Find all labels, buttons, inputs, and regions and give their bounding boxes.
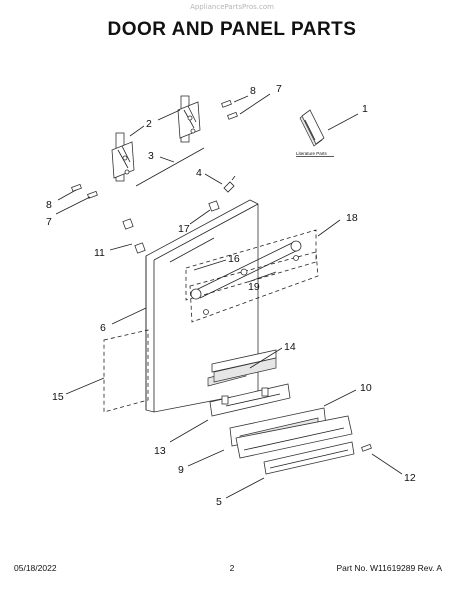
control-panel-console	[211, 349, 277, 383]
door-insulation-sheet	[103, 329, 149, 413]
leader-line-11	[109, 243, 133, 251]
footer-page-number: 2	[229, 563, 235, 573]
callout-19: 19	[248, 281, 260, 293]
hinge-screws-lower	[71, 183, 98, 199]
leader-line-6	[111, 307, 147, 325]
leader-line-18	[317, 219, 341, 237]
leader-line-10	[323, 389, 357, 407]
handle-assembly-group	[185, 229, 319, 323]
leader-line-19	[247, 271, 277, 283]
callout-15: 15	[52, 391, 64, 403]
right-hinge-assembly	[177, 95, 201, 143]
callout-10: 10	[360, 382, 372, 394]
callout-12: 12	[404, 472, 416, 484]
hinge-screws-upper	[221, 99, 238, 120]
callout-3: 3	[148, 150, 154, 162]
leader-line-1	[327, 113, 359, 131]
callout-9: 9	[178, 464, 184, 476]
callout-8-bottom: 8	[46, 199, 52, 211]
leader-line-12	[371, 453, 403, 475]
leader-line-2-left	[129, 125, 145, 137]
callout-16: 16	[228, 253, 240, 265]
callout-5: 5	[216, 496, 222, 508]
kick-plate	[235, 415, 353, 459]
watermark: AppliancePartsPros.com	[190, 3, 274, 11]
literature-parts-label: Literature Parts	[296, 151, 328, 156]
callout-11: 11	[94, 247, 105, 259]
callout-18: 18	[346, 212, 358, 224]
left-hinge-assembly	[111, 132, 135, 182]
literature-parts-booklet: Literature Parts	[296, 109, 334, 157]
toe-kick-trim	[263, 441, 355, 475]
footer-date: 05/18/2022	[14, 563, 57, 573]
kick-plate-screw	[361, 443, 372, 452]
callout-6: 6	[100, 322, 106, 334]
outer-door-panel	[145, 199, 259, 413]
leader-line-3	[159, 156, 175, 163]
leader-line-2-right	[157, 109, 181, 121]
leader-line-17	[189, 209, 211, 225]
callout-2: 2	[146, 118, 152, 130]
leader-line-9	[187, 449, 225, 467]
leader-line-8-top	[233, 95, 249, 103]
leader-line-15	[65, 377, 105, 395]
door-clip	[223, 175, 236, 193]
callout-13: 13	[154, 445, 166, 457]
door-bumpers	[122, 200, 220, 254]
leader-line-5	[225, 477, 265, 499]
callout-7-top: 7	[276, 83, 282, 95]
leader-line-7-bottom	[55, 196, 91, 215]
callout-4: 4	[196, 167, 202, 179]
lower-trim-bracket	[209, 383, 291, 417]
callout-8-top: 8	[250, 85, 256, 97]
page-title: DOOR AND PANEL PARTS	[107, 19, 357, 40]
leader-line-4	[204, 173, 223, 185]
callout-17: 17	[178, 223, 190, 235]
door-handle	[190, 240, 302, 300]
leader-line-14	[249, 347, 283, 369]
callout-7-bottom: 7	[46, 216, 52, 228]
leader-line-13	[169, 419, 209, 443]
hinge-link-rod	[135, 147, 205, 187]
leader-line-16	[193, 259, 227, 271]
leader-line-8-bottom	[57, 189, 77, 201]
callout-1: 1	[362, 103, 368, 115]
footer-part-number: Part No. W11619289 Rev. A	[336, 563, 442, 573]
leader-line-7-top	[239, 93, 271, 115]
callout-14: 14	[284, 341, 296, 353]
